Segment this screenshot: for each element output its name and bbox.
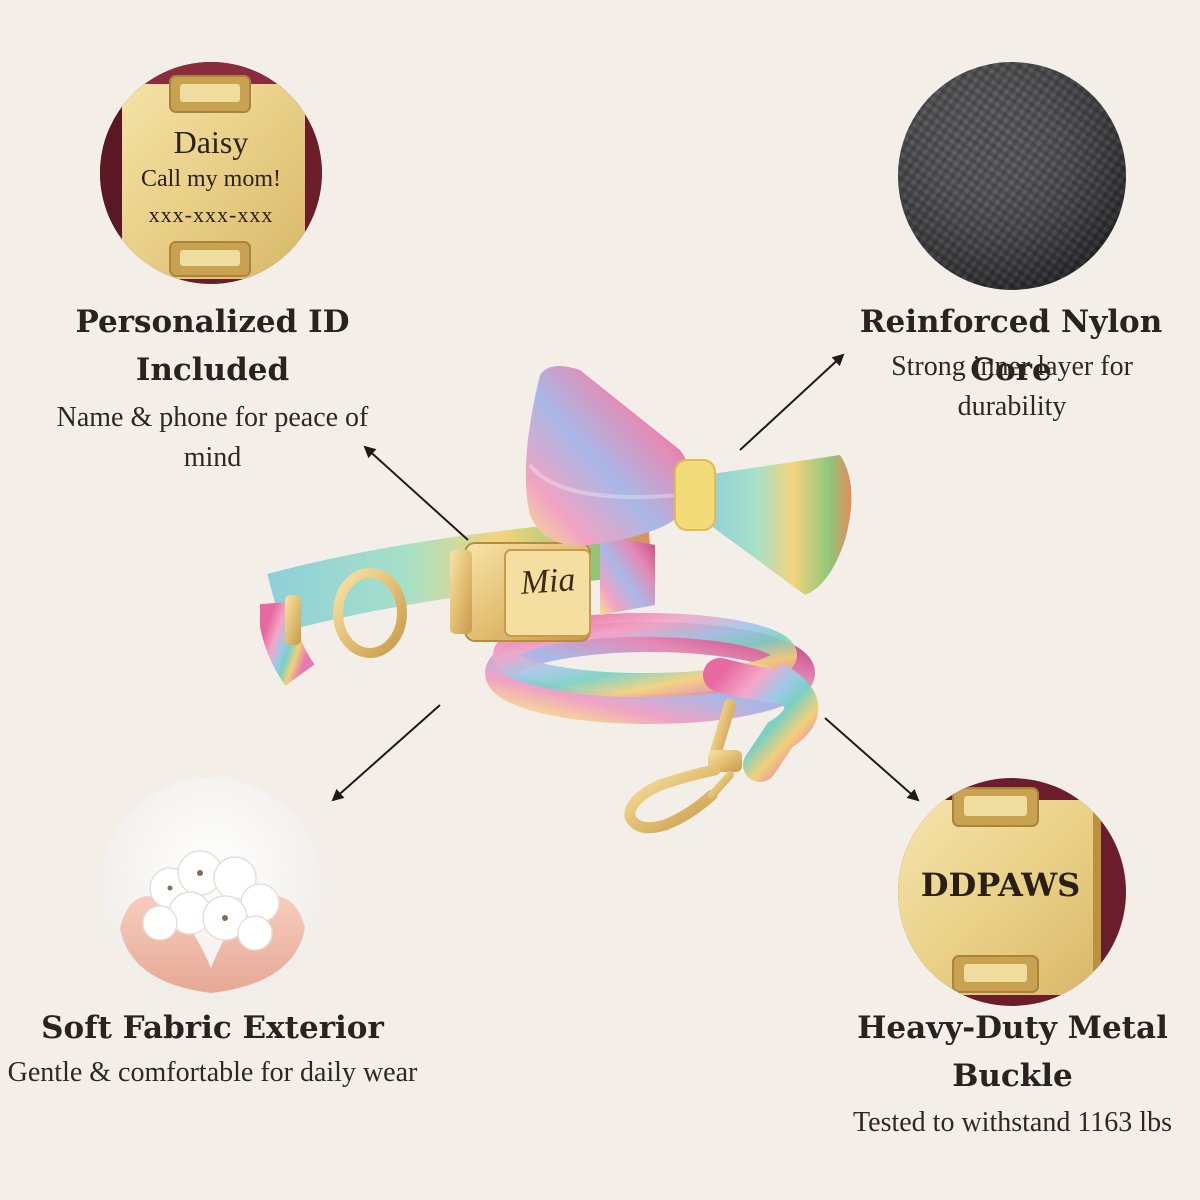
collar-leash-bow-product (260, 366, 852, 834)
brand-text: DDPAWS (920, 866, 1081, 904)
nylon-texture-image (898, 62, 1126, 290)
personalized-id-photo: Daisy Call my mom! xxx-xxx-xxx (100, 62, 322, 284)
metal-buckle-photo: DDPAWS (898, 778, 1126, 1006)
fabric-title: Soft Fabric Exterior (41, 1010, 384, 1046)
buckle-title: Heavy-Duty Metal Buckle (857, 1010, 1168, 1094)
nylon-weave-photo (898, 62, 1126, 290)
nylon-title: Reinforced Nylon Core (859, 304, 1163, 388)
personalized-description: Name & phone for peace of mind (56, 402, 369, 473)
personalized-title: Personalized ID Included (75, 304, 350, 388)
brand-buckle-image (898, 778, 1126, 1006)
nylon-description: Strong inner layer for durability (891, 351, 1133, 422)
buckle-description: Tested to withstand 1163 lbs (853, 1107, 1172, 1138)
tag-line1-text: Call my mom! (141, 166, 281, 192)
fabric-description: Gentle & comfortable for daily wear (7, 1057, 418, 1088)
cotton-image (100, 778, 322, 1000)
cotton-hands-photo (100, 778, 322, 1000)
buckle-engraving-text: Mia (519, 561, 577, 602)
tag-name-text: Daisy (173, 124, 249, 160)
tag-line2-text: xxx-xxx-xxx (148, 202, 274, 227)
